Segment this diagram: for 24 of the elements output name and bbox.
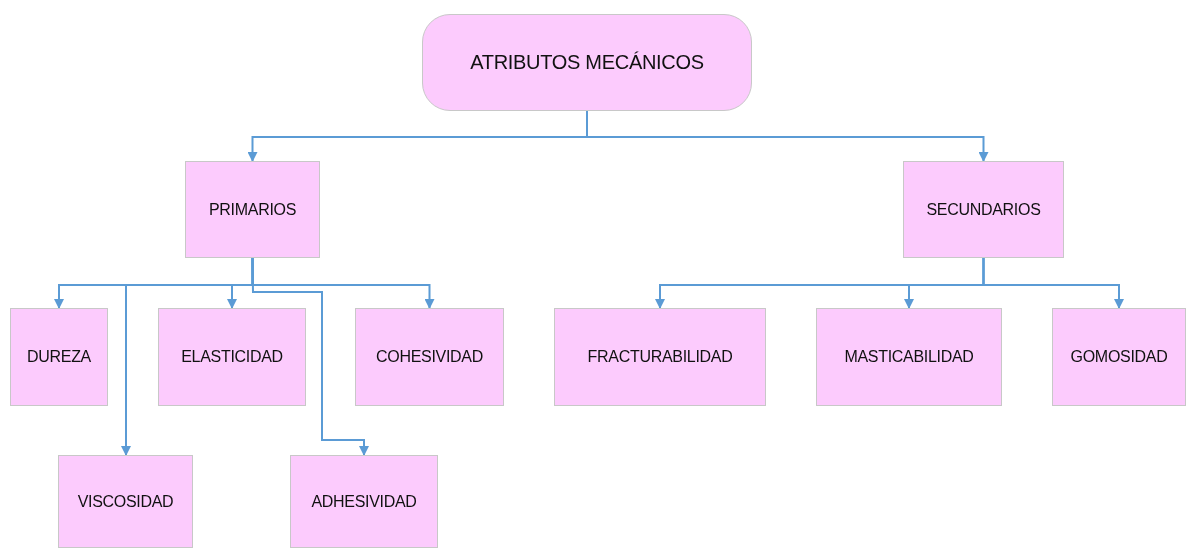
node-label: ATRIBUTOS MECÁNICOS (470, 51, 704, 74)
node-label: DUREZA (27, 348, 91, 366)
node-label: SECUNDARIOS (926, 200, 1041, 219)
node-label: ELASTICIDAD (181, 348, 283, 366)
connector-arrow (982, 257, 1124, 309)
node-label: FRACTURABILIDAD (587, 348, 733, 366)
node-label: ADHESIVIDAD (311, 492, 417, 511)
process-box (158, 308, 306, 406)
process-box (903, 161, 1064, 258)
node-label: VISCOSIDAD (77, 492, 174, 511)
rounded-box (422, 14, 752, 111)
process-box (816, 308, 1002, 406)
process-box (1052, 308, 1186, 406)
node-label: COHESIVIDAD (376, 348, 483, 366)
node-label: PRIMARIOS (208, 200, 297, 219)
process-box (554, 308, 766, 406)
process-box (58, 455, 193, 548)
process-box (185, 161, 320, 258)
process-box (10, 308, 108, 406)
process-box (355, 308, 504, 406)
process-box (290, 455, 438, 548)
node-label: GOMOSIDAD (1070, 348, 1168, 366)
node-label: MASTICABILIDAD (844, 348, 974, 366)
connector-arrow (251, 257, 435, 309)
